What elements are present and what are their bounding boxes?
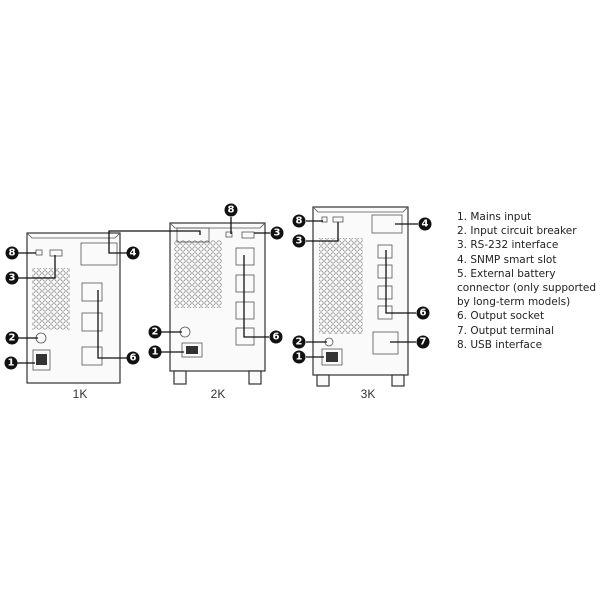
- svg-text:1: 1: [8, 358, 15, 369]
- callout-2: 2: [5, 331, 19, 345]
- callout-3: 3: [292, 234, 306, 248]
- svg-text:6: 6: [420, 308, 427, 319]
- model-label-1k: 1K: [73, 387, 88, 401]
- ups-3k-rear-panel: [312, 206, 409, 387]
- callout-6: 6: [126, 351, 140, 365]
- svg-text:3: 3: [274, 228, 281, 239]
- callout-3: 3: [270, 226, 284, 240]
- svg-text:1: 1: [152, 347, 159, 358]
- svg-text:8: 8: [228, 205, 235, 216]
- callout-7: 7: [416, 335, 430, 349]
- callout-4: 4: [418, 217, 432, 231]
- callout-6: 6: [416, 306, 430, 320]
- legend-item: 3. RS-232 interface: [457, 239, 559, 252]
- svg-text:2: 2: [9, 333, 16, 344]
- model-label-3k: 3K: [361, 387, 376, 401]
- svg-text:3: 3: [9, 273, 16, 284]
- ups-2k-rear-panel: [169, 222, 266, 385]
- leader-lines: [17, 217, 418, 364]
- legend-item: 4. SNMP smart slot: [457, 253, 557, 266]
- callout-1: 1: [148, 345, 162, 359]
- callout-1: 1: [292, 350, 306, 364]
- svg-text:3: 3: [296, 236, 303, 247]
- callout-8: 8: [224, 203, 238, 217]
- svg-text:6: 6: [130, 353, 137, 364]
- callout-8: 8: [292, 214, 306, 228]
- svg-text:4: 4: [130, 248, 137, 259]
- callout-4: 4: [126, 246, 140, 260]
- callout-1: 1: [4, 356, 18, 370]
- legend-item: 5. External battery connector (only supp…: [457, 267, 597, 309]
- svg-text:2: 2: [296, 337, 303, 348]
- svg-text:8: 8: [296, 216, 303, 227]
- callout-8: 8: [5, 246, 19, 260]
- svg-text:6: 6: [273, 332, 280, 343]
- legend-item: 7. Output terminal: [457, 324, 555, 337]
- legend-item: 2. Input circuit breaker: [457, 225, 577, 238]
- model-label-2k: 2K: [211, 387, 226, 401]
- callout-3: 3: [5, 271, 19, 285]
- svg-text:8: 8: [9, 248, 16, 259]
- legend-item: 6. Output socket: [457, 310, 545, 323]
- svg-text:7: 7: [420, 337, 427, 348]
- callout-2: 2: [148, 325, 162, 339]
- callout-6: 6: [269, 330, 283, 344]
- legend: 1. Mains input 2. Input circuit breaker …: [457, 210, 597, 352]
- svg-text:4: 4: [422, 219, 429, 230]
- callout-2: 2: [292, 335, 306, 349]
- svg-text:2: 2: [152, 327, 159, 338]
- legend-item: 8. USB interface: [457, 338, 543, 351]
- legend-item: 1. Mains input: [457, 211, 532, 223]
- svg-text:1: 1: [296, 352, 303, 363]
- ups-1k-rear-panel: [26, 232, 121, 384]
